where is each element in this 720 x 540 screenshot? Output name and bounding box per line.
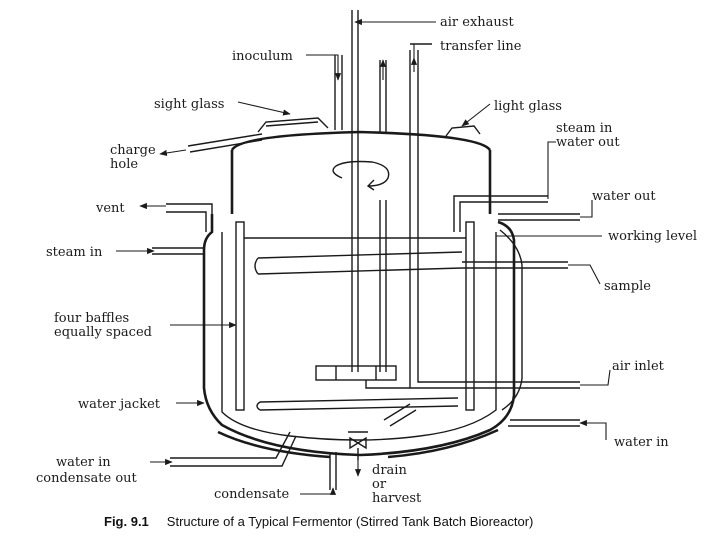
label-light-glass: light glass bbox=[494, 99, 562, 114]
label-water-in: water in bbox=[614, 435, 669, 450]
label-baffles-2: equally spaced bbox=[54, 325, 152, 340]
label-steam-in-top: steam in bbox=[556, 121, 613, 136]
label-air-inlet: air inlet bbox=[612, 359, 665, 374]
steam-in-pipe bbox=[152, 247, 204, 255]
label-charge-hole-1: charge bbox=[110, 143, 156, 158]
label-drain-2: or bbox=[372, 477, 387, 492]
sample-pipe bbox=[462, 261, 568, 269]
label-steam-in: steam in bbox=[46, 245, 103, 260]
inoculum-pipe bbox=[334, 55, 343, 130]
label-inoculum: inoculum bbox=[232, 49, 293, 64]
label-air-exhaust: air exhaust bbox=[440, 15, 514, 30]
label-water-out: water out bbox=[592, 189, 656, 204]
transfer-line-pipe bbox=[379, 43, 432, 132]
figure-title: Structure of a Typical Fermentor (Stirre… bbox=[167, 514, 534, 529]
label-drain-3: harvest bbox=[372, 491, 422, 506]
water-out-top-pipe bbox=[453, 195, 548, 232]
label-condensate: condensate bbox=[214, 487, 290, 502]
label-water-jacket: water jacket bbox=[78, 397, 161, 412]
figure-number: Fig. 9.1 bbox=[104, 514, 149, 529]
water-in-pipe bbox=[508, 419, 580, 427]
condensate-pipes bbox=[170, 403, 417, 490]
label-drain-1: drain bbox=[372, 463, 407, 478]
vent-pipe bbox=[166, 203, 213, 232]
label-sight-glass: sight glass bbox=[154, 97, 224, 112]
cooling-coil bbox=[254, 251, 463, 411]
baffles bbox=[235, 221, 475, 411]
drain-valve bbox=[348, 431, 368, 460]
label-sample: sample bbox=[604, 279, 651, 294]
label-working-level: working level bbox=[608, 229, 697, 244]
figure-caption: Fig. 9.1 Structure of a Typical Fermento… bbox=[104, 513, 533, 530]
label-water-in-left-1: water in bbox=[56, 455, 111, 470]
light-glass bbox=[445, 125, 481, 137]
label-transfer-line: transfer line bbox=[440, 39, 522, 54]
charge-hole-pipe bbox=[187, 133, 263, 153]
vessel bbox=[202, 130, 523, 459]
sight-glass bbox=[257, 117, 329, 133]
leader-lines bbox=[116, 18, 611, 495]
label-baffles-1: four baffles bbox=[54, 311, 129, 326]
impeller-shaft bbox=[315, 10, 397, 381]
label-water-out-top: water out bbox=[556, 135, 620, 150]
label-water-in-left-2: condensate out bbox=[36, 471, 138, 486]
label-vent: vent bbox=[95, 201, 125, 216]
label-charge-hole-2: hole bbox=[110, 157, 138, 172]
water-out-pipe bbox=[498, 213, 580, 221]
air-inlet-pipe bbox=[365, 50, 580, 389]
